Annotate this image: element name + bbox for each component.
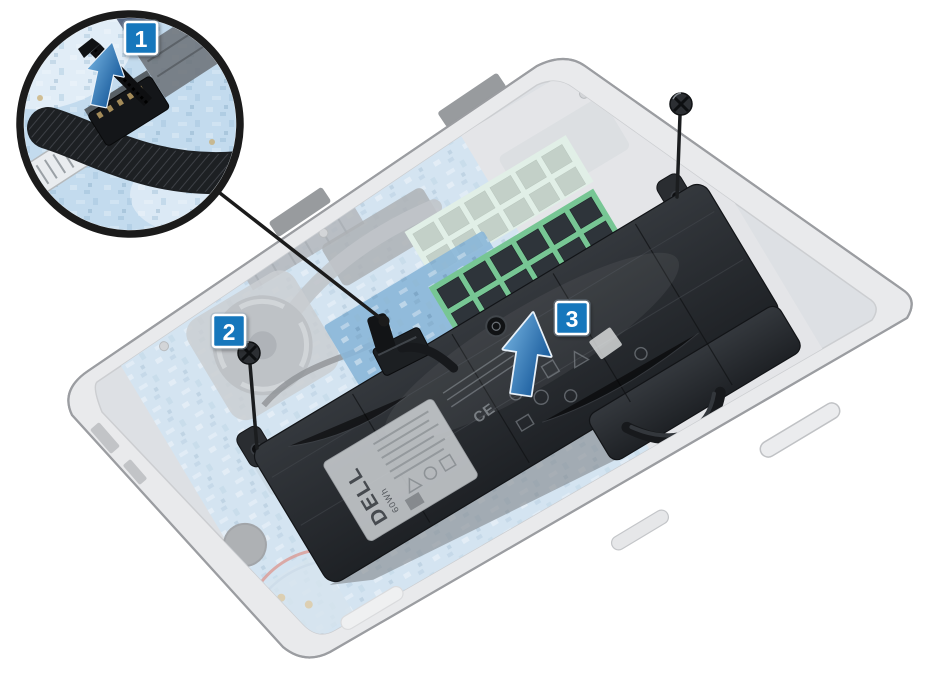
speaker-grille bbox=[759, 402, 841, 458]
callout-1-number: 1 bbox=[135, 26, 148, 52]
hinge-bracket bbox=[269, 187, 331, 237]
phillips-screw-icon-top-right bbox=[669, 92, 693, 199]
white-sticker bbox=[589, 327, 622, 360]
callout-3-badge: 3 bbox=[553, 299, 591, 337]
warning-triangle-icon bbox=[408, 477, 424, 494]
battery-shadow bbox=[329, 425, 616, 585]
disconnect-arrow-icon bbox=[86, 41, 125, 109]
callout-2-badge: 2 bbox=[210, 312, 248, 350]
battery-latch-hole bbox=[485, 315, 508, 338]
board-contact bbox=[304, 600, 313, 609]
side-port bbox=[123, 459, 147, 485]
screw-shaft bbox=[675, 113, 682, 199]
barcode-block bbox=[404, 491, 425, 511]
chassis-edge bbox=[67, 57, 913, 659]
internals-vivid: DELL 60Wh CE bbox=[236, 173, 801, 585]
cert-square-icon bbox=[438, 453, 457, 473]
callout-1-badge: 1 bbox=[122, 19, 160, 57]
cert-circle-icon bbox=[423, 466, 438, 480]
braided-cable-texture bbox=[29, 109, 236, 193]
speaker-grille bbox=[610, 509, 670, 551]
pcb-contact bbox=[37, 95, 43, 101]
inset-ring bbox=[16, 10, 244, 238]
battery-connector bbox=[367, 313, 459, 376]
connector-cable bbox=[397, 342, 459, 373]
leader-dot-icon bbox=[378, 315, 390, 327]
speaker-grille bbox=[340, 585, 404, 631]
screw-shaft bbox=[248, 362, 259, 450]
callout-3-number: 3 bbox=[566, 306, 579, 332]
phillips-screw-icon-left bbox=[237, 341, 261, 450]
battery: DELL 60Wh CE bbox=[236, 173, 801, 583]
leader-line bbox=[214, 188, 386, 323]
latch-symbol bbox=[491, 321, 501, 331]
lift-arrow-icon bbox=[501, 311, 553, 398]
pcb-contact bbox=[209, 139, 215, 145]
callout-2-number: 2 bbox=[223, 319, 236, 345]
rim-details bbox=[90, 73, 841, 631]
inset-leader bbox=[214, 188, 390, 327]
side-port bbox=[90, 422, 120, 454]
label-text-lines bbox=[372, 410, 446, 480]
laptop-chassis: DELL 60Wh CE bbox=[67, 57, 913, 659]
hinge-bracket bbox=[438, 73, 506, 127]
